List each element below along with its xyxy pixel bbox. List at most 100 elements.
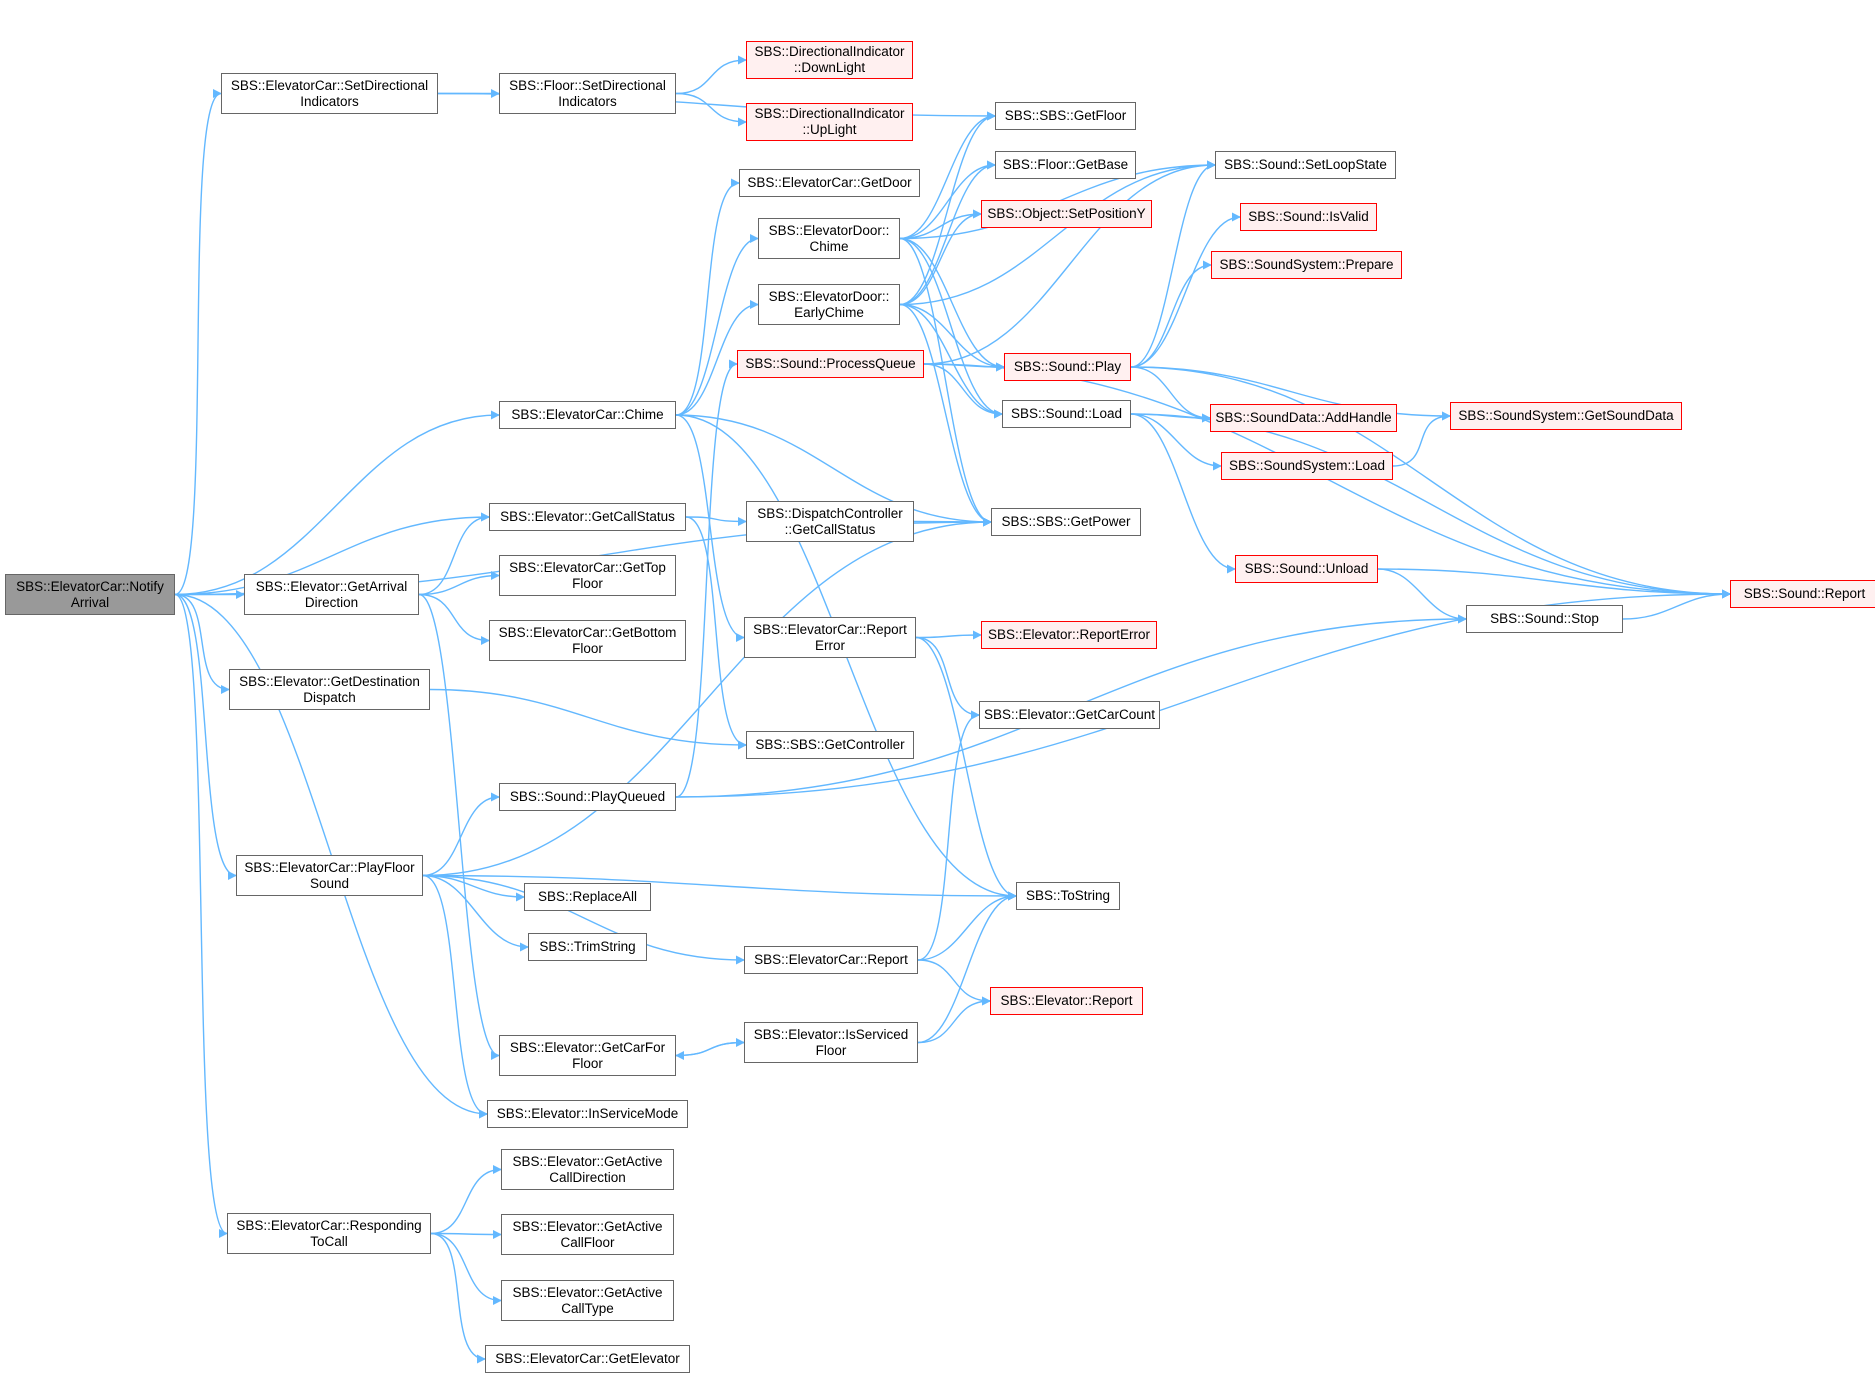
node-label-line: SBS::Object::SetPositionY [987, 206, 1146, 221]
node-sbs-getfloor[interactable]: SBS::SBS::GetFloor [995, 102, 1136, 130]
node-label-line: SBS::DirectionalIndicator [754, 44, 905, 59]
node-label-line: SBS::Elevator::GetArrival [255, 578, 408, 594]
node-snd-processq[interactable]: SBS::Sound::ProcessQueue [737, 350, 924, 378]
node-label-line: SBS::DispatchController [757, 505, 903, 521]
call-edge [915, 630, 982, 640]
node-snd-load[interactable]: SBS::Sound::Load [1002, 400, 1131, 428]
node-sbs-tostring[interactable]: SBS::ToString [1016, 882, 1120, 910]
node-elev-inservice[interactable]: SBS::Elevator::InServiceMode [487, 1100, 688, 1128]
node-car-getdoor[interactable]: SBS::ElevatorCar::GetDoor [739, 169, 920, 197]
call-edge [422, 792, 500, 877]
call-edge [899, 160, 996, 306]
node-sbs-replaceall[interactable]: SBS::ReplaceAll [524, 883, 651, 911]
node-label-line: SBS::Elevator::IsServiced [753, 1026, 909, 1042]
node-snd-stop[interactable]: SBS::Sound::Stop [1466, 605, 1623, 633]
call-edge [675, 55, 747, 95]
call-edge [1130, 160, 1216, 368]
node-label-line: SBS::Elevator::Report [1000, 993, 1133, 1008]
node-label-line: SBS::SoundSystem::Load [1228, 458, 1386, 473]
node-label-line: SBS::Sound::Stop [1490, 611, 1599, 626]
node-car-report[interactable]: SBS::ElevatorCar::Report [744, 946, 918, 974]
node-label-line: Dispatch [303, 689, 356, 705]
node-dc-getcallstatus[interactable]: SBS::DispatchController::GetCallStatus [746, 501, 914, 542]
call-edge [1130, 260, 1212, 368]
node-ss-getsounddata[interactable]: SBS::SoundSystem::GetSoundData [1450, 402, 1682, 430]
node-label-line: Error [815, 637, 845, 653]
call-edge [923, 363, 1003, 419]
node-door-chime[interactable]: SBS::ElevatorDoor::Chime [758, 218, 900, 259]
call-edge [899, 237, 992, 527]
node-label-line: SBS::Sound::Unload [1244, 561, 1369, 576]
node-elev-report[interactable]: SBS::Elevator::Report [990, 987, 1143, 1015]
node-di-down[interactable]: SBS::DirectionalIndicator::DownLight [746, 41, 913, 79]
call-edge [174, 593, 488, 1119]
node-label-line: SBS::ElevatorCar::SetDirectional [230, 77, 429, 93]
node-label-line: SBS::Elevator::GetCarCount [983, 707, 1156, 722]
node-sbs-trimstring[interactable]: SBS::TrimString [528, 933, 647, 961]
node-label-line: ::UpLight [802, 122, 857, 137]
call-edge [917, 996, 991, 1044]
node-label-line: SBS::SBS::GetFloor [1004, 108, 1127, 123]
node-elev-reporterror[interactable]: SBS::Elevator::ReportError [981, 621, 1157, 649]
call-edge [422, 874, 488, 1119]
node-sbs-getpower[interactable]: SBS::SBS::GetPower [991, 508, 1141, 536]
node-ss-prepare[interactable]: SBS::SoundSystem::Prepare [1211, 251, 1402, 279]
node-snd-setloop[interactable]: SBS::Sound::SetLoopState [1215, 151, 1396, 179]
node-label-line: SBS::Sound::IsValid [1248, 209, 1369, 224]
node-snd-playqueued[interactable]: SBS::Sound::PlayQueued [499, 783, 676, 811]
node-floor-getbase[interactable]: SBS::Floor::GetBase [995, 151, 1136, 179]
call-edge [430, 1165, 502, 1235]
call-edge [917, 891, 1017, 1044]
node-car-chime[interactable]: SBS::ElevatorCar::Chime [499, 401, 676, 429]
node-door-early[interactable]: SBS::ElevatorDoor::EarlyChime [758, 284, 900, 325]
call-edge [899, 303, 992, 527]
call-edge [1130, 413, 1222, 471]
call-edge [899, 160, 1216, 306]
call-edge [915, 636, 980, 720]
node-elev-getcallstatus[interactable]: SBS::Elevator::GetCallStatus [489, 503, 686, 531]
call-edge [675, 359, 738, 798]
node-label-line: SBS::SoundSystem::Prepare [1219, 257, 1394, 272]
node-label-line: SBS::ElevatorDoor:: [768, 222, 890, 238]
call-edge [1377, 568, 1731, 599]
call-edge [422, 874, 1017, 901]
node-label-line: SBS::ReplaceAll [537, 889, 638, 904]
node-label-line: SBS::Elevator::GetActive [512, 1218, 663, 1234]
node-elev-getcarcount[interactable]: SBS::Elevator::GetCarCount [979, 701, 1160, 729]
call-edge [685, 516, 747, 526]
node-snd-unload[interactable]: SBS::Sound::Unload [1235, 555, 1378, 583]
node-obj-setposy[interactable]: SBS::Object::SetPositionY [981, 200, 1152, 228]
node-label-line: SBS::SBS::GetController [755, 737, 905, 752]
node-di-up[interactable]: SBS::DirectionalIndicator::UpLight [746, 103, 913, 141]
node-label-line: EarlyChime [794, 304, 864, 320]
call-edge [430, 1229, 502, 1239]
call-edge [899, 111, 996, 240]
node-snd-play[interactable]: SBS::Sound::Play [1004, 353, 1131, 381]
node-label-line: SBS::ElevatorDoor:: [768, 288, 890, 304]
node-ss-load[interactable]: SBS::SoundSystem::Load [1221, 452, 1393, 480]
call-edge [899, 160, 996, 240]
node-car-getelevator[interactable]: SBS::ElevatorCar::GetElevator [485, 1345, 690, 1373]
node-snd-report[interactable]: SBS::Sound::Report [1730, 580, 1875, 608]
node-label-line: Floor [815, 1042, 847, 1058]
node-snd-isvalid[interactable]: SBS::Sound::IsValid [1240, 203, 1377, 231]
call-edge [899, 111, 996, 306]
node-sbs-getcontroller[interactable]: SBS::SBS::GetController [746, 731, 914, 759]
node-sd-addhandle[interactable]: SBS::SoundData::AddHandle [1210, 404, 1397, 432]
node-label-line: Chime [809, 238, 849, 254]
